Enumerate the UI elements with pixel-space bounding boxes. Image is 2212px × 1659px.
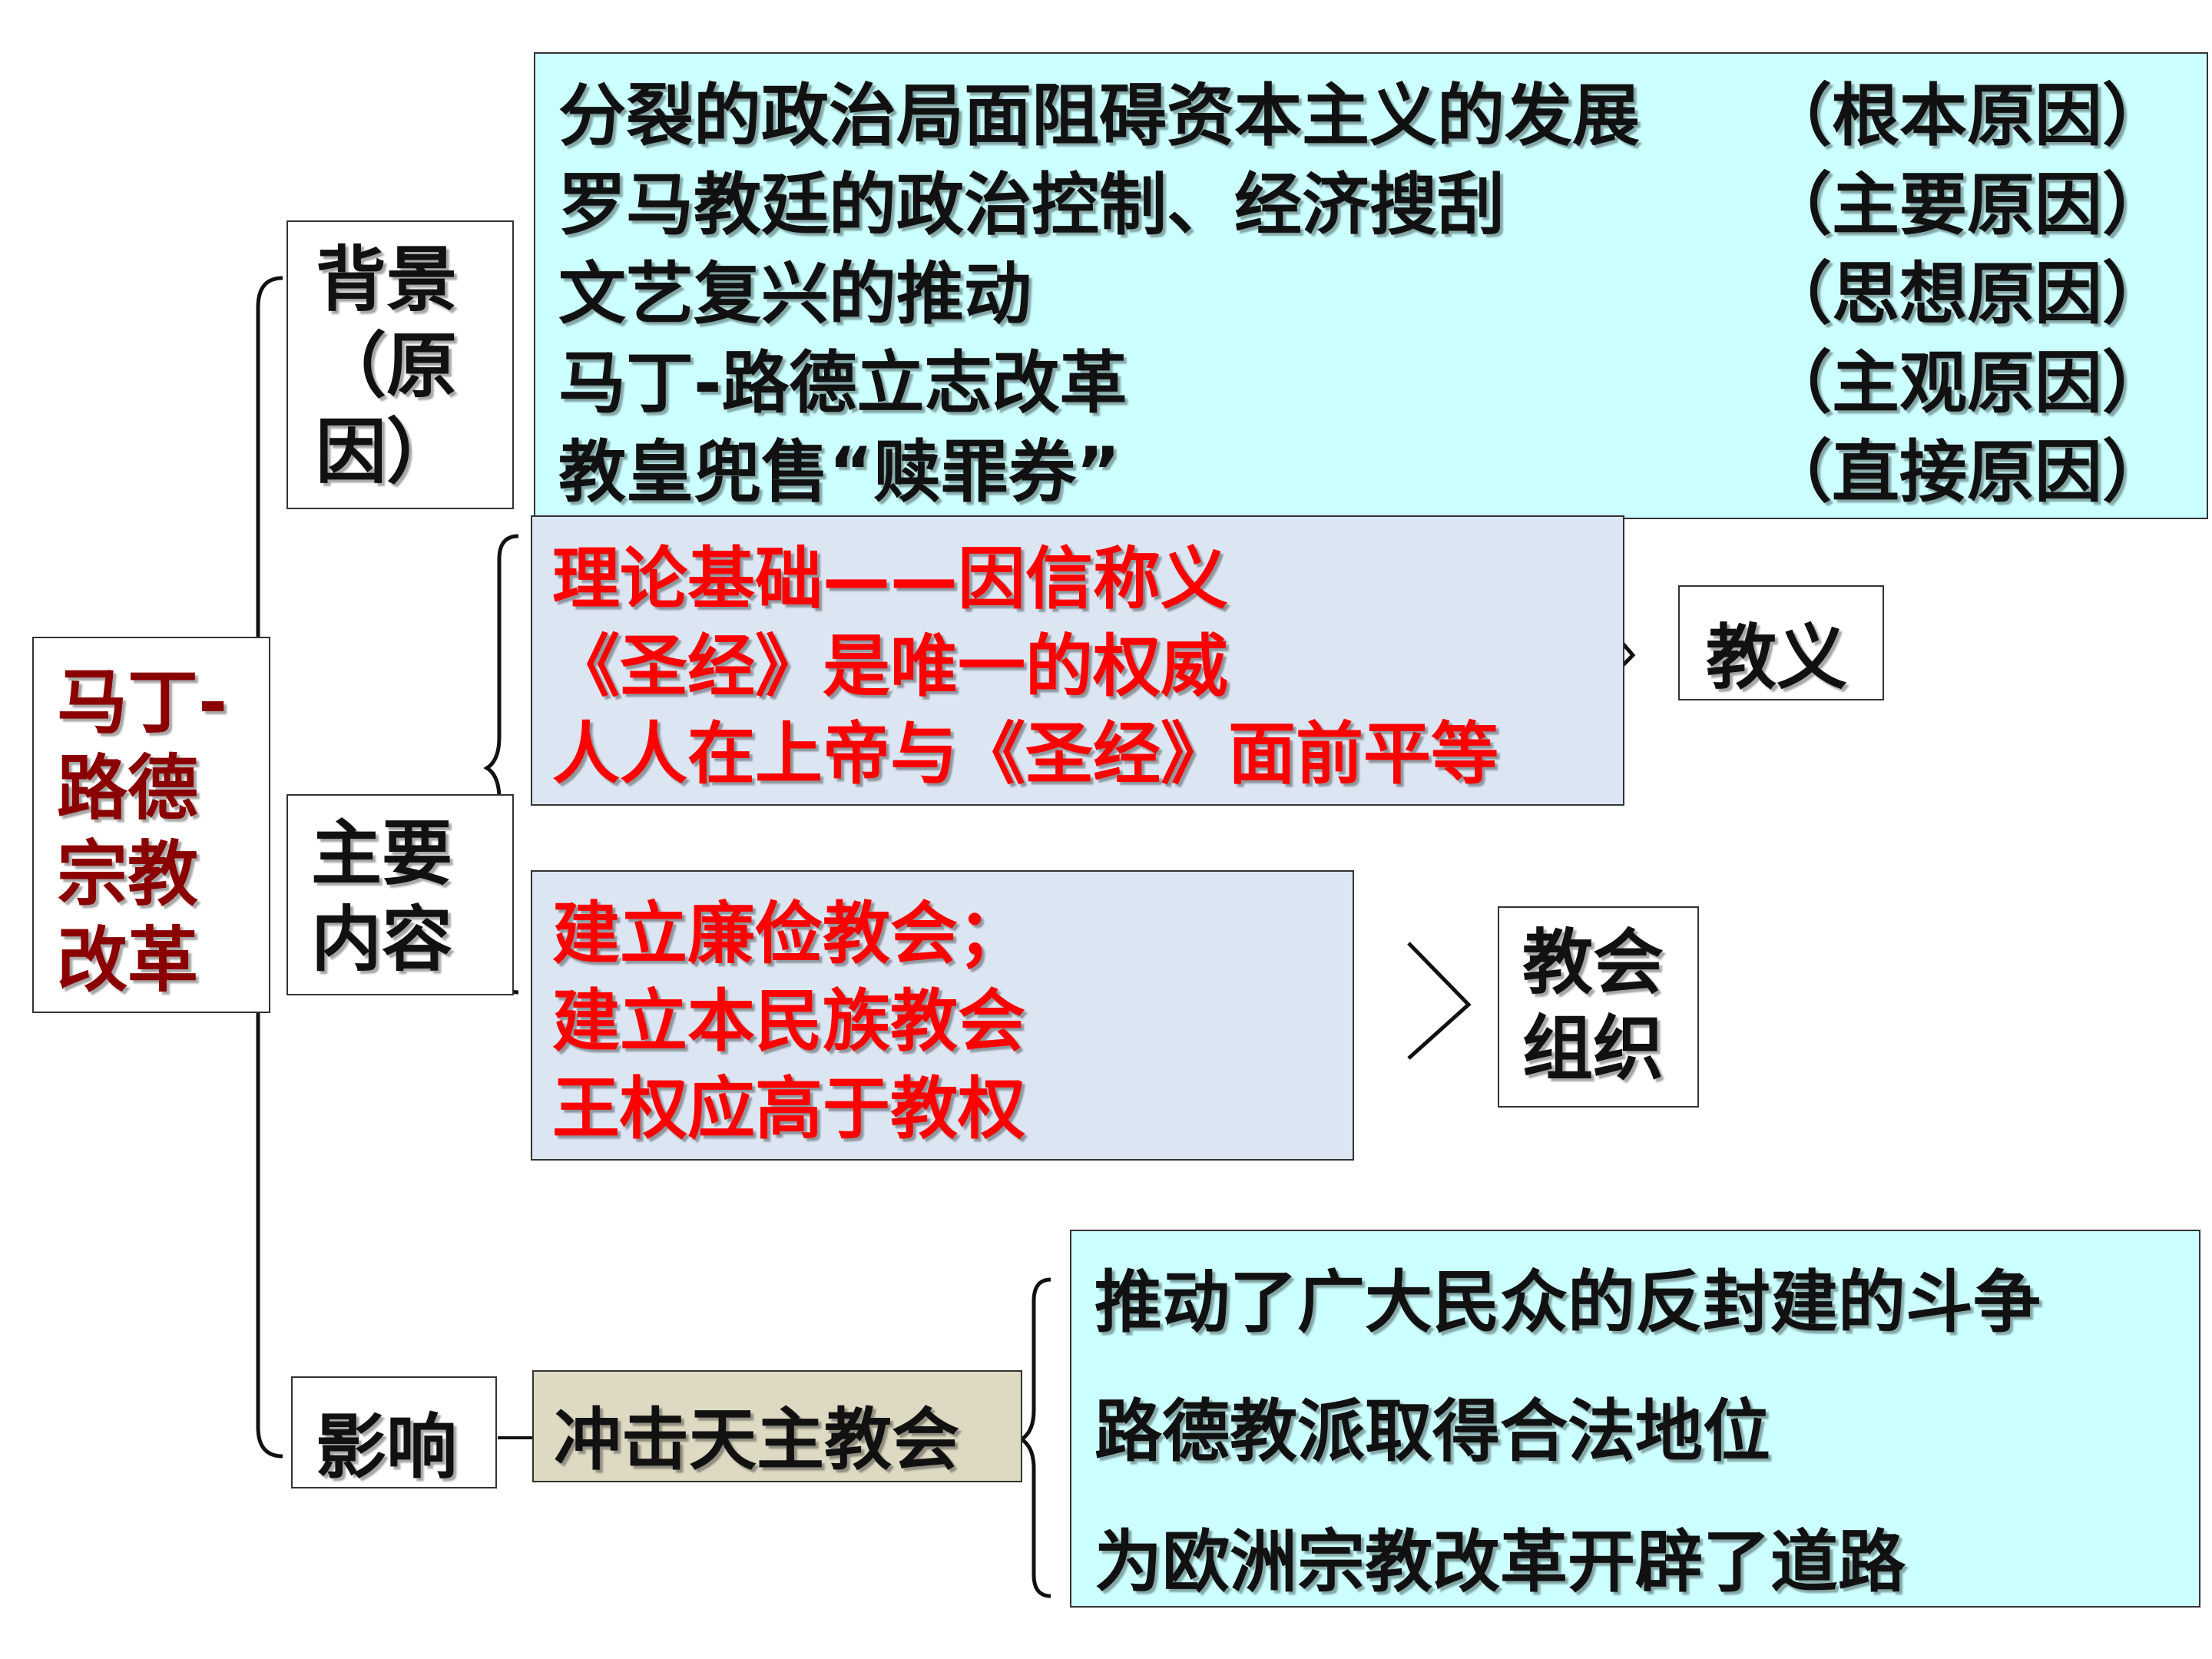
doctrine-box: 理论基础——因信称义 《圣经》是唯一的权威 人人在上帝与《圣经》面前平等 bbox=[531, 515, 1624, 806]
doctrine-item: 《圣经》是唯一的权威 bbox=[552, 627, 1229, 706]
background-reasons-box: 分裂的政治局面阻碍资本主义的发展 （根本原因） 罗马教廷的政治控制、经济搜刮 （… bbox=[534, 52, 2208, 519]
main-topic-line: 改革 bbox=[57, 919, 199, 1002]
reason-item: 分裂的政治局面阻碍资本主义的发展 bbox=[558, 76, 1641, 155]
organization-item: 王权应高于教权 bbox=[552, 1069, 1026, 1148]
main-topic-line: 马丁- bbox=[57, 661, 228, 743]
doctrine-item: 人人在上帝与《圣经》面前平等 bbox=[552, 714, 1499, 793]
main-topic-box: 马丁- 路德 宗教 改革 bbox=[32, 637, 270, 1013]
impact-results-box: 推动了广大民众的反封建的斗争 路德教派取得合法地位 为欧洲宗教改革开辟了道路 bbox=[1070, 1230, 2200, 1608]
reason-item: 文艺复兴的推动 bbox=[558, 254, 1032, 333]
doctrine-item: 理论基础——因信称义 bbox=[552, 539, 1229, 618]
reason-tag: （主观原因） bbox=[1764, 343, 2171, 422]
organization-summary-line: 教会 bbox=[1522, 922, 1664, 1004]
main-topic-title: 马丁- 路德 宗教 改革 bbox=[57, 660, 227, 1004]
impact-brace bbox=[1018, 1277, 1051, 1598]
content-label-box: 主要 内容 bbox=[286, 794, 514, 995]
reason-tag: （思想原因） bbox=[1764, 254, 2171, 333]
background-label-box: 背景 （原 因） bbox=[286, 220, 514, 509]
impact-label: 影响 bbox=[316, 1406, 458, 1488]
content-label: 主要 内容 bbox=[311, 811, 452, 983]
organization-chevron bbox=[1407, 942, 1472, 1060]
doctrine-summary: 教义 bbox=[1706, 617, 1848, 699]
doctrine-summary-box: 教义 bbox=[1678, 585, 1884, 700]
organization-box: 建立廉俭教会； 建立本民族教会 王权应高于教权 bbox=[531, 870, 1354, 1161]
reason-item: 教皇兜售“赎罪券” bbox=[558, 432, 1121, 512]
organization-summary: 教会 组织 bbox=[1522, 920, 1664, 1092]
reason-tag: （主要原因） bbox=[1764, 165, 2171, 244]
background-label-line: 背景 bbox=[316, 239, 458, 321]
impact-item: 路德教派取得合法地位 bbox=[1094, 1392, 1771, 1471]
background-label: 背景 （原 因） bbox=[316, 237, 457, 495]
content-label-line: 内容 bbox=[311, 899, 453, 981]
impact-label-box: 影响 bbox=[291, 1376, 497, 1488]
main-topic-line: 路德 bbox=[57, 747, 199, 830]
impact-middle: 冲击天主教会 bbox=[554, 1400, 960, 1479]
background-label-line: （原 bbox=[316, 325, 458, 407]
content-label-line: 主要 bbox=[311, 813, 453, 895]
organization-item: 建立廉俭教会； bbox=[552, 894, 1026, 973]
background-label-line: 因） bbox=[316, 411, 458, 493]
impact-item: 推动了广大民众的反封建的斗争 bbox=[1094, 1263, 2041, 1342]
reason-item: 马丁-路德立志改革 bbox=[558, 343, 1128, 422]
organization-summary-box: 教会 组织 bbox=[1498, 906, 1699, 1108]
organization-item: 建立本民族教会 bbox=[552, 982, 1026, 1061]
organization-summary-line: 组织 bbox=[1522, 1008, 1664, 1090]
reason-tag: （直接原因） bbox=[1764, 432, 2171, 512]
reason-tag: （根本原因） bbox=[1764, 76, 2171, 155]
impact-item: 为欧洲宗教改革开辟了道路 bbox=[1094, 1522, 1906, 1601]
impact-middle-box: 冲击天主教会 bbox=[532, 1370, 1022, 1482]
main-topic-line: 宗教 bbox=[57, 833, 199, 916]
reason-item: 罗马教廷的政治控制、经济搜刮 bbox=[558, 165, 1505, 244]
